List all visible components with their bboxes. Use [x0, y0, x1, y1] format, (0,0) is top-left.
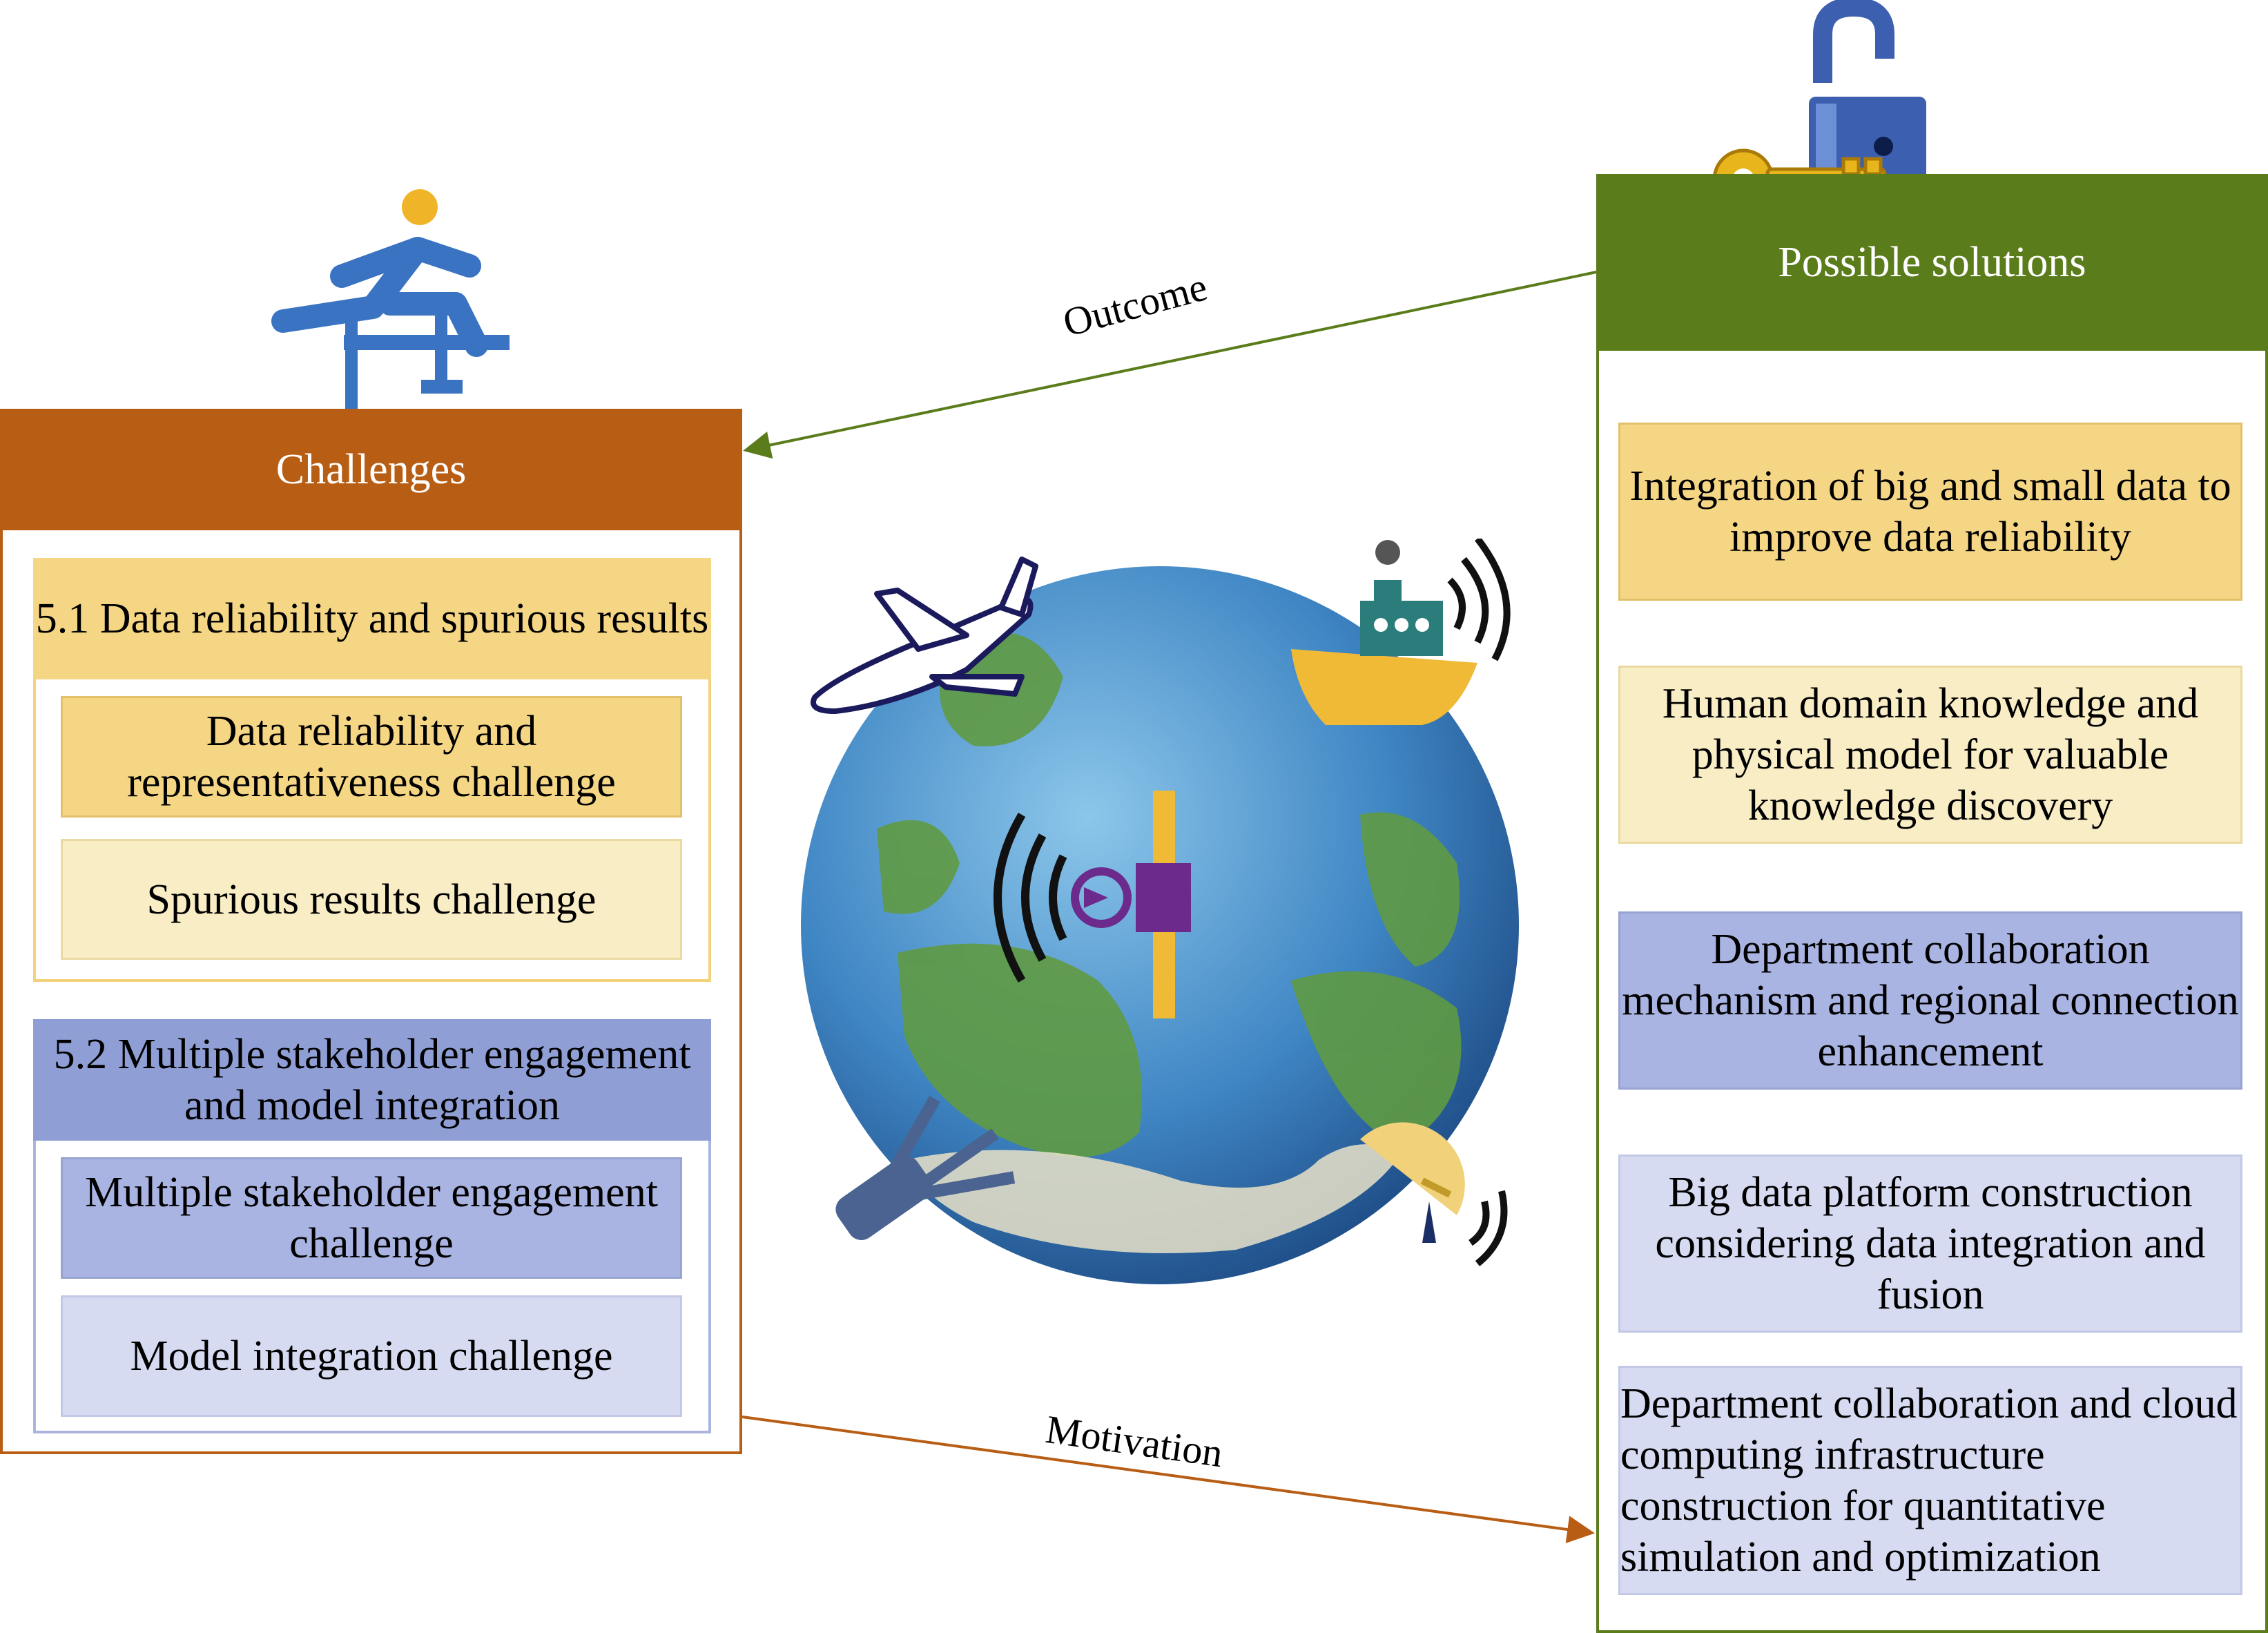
- challenge-item: Data reliability and representativeness …: [61, 696, 682, 818]
- satellite-icon: [994, 791, 1191, 1018]
- challenges-header: Challenges: [0, 409, 742, 530]
- solution-item: Integration of big and small data to imp…: [1618, 423, 2242, 601]
- solution-item: Department collaboration mechanism and r…: [1618, 911, 2242, 1090]
- challenge-item: Model integration challenge: [61, 1295, 682, 1417]
- challenge-item: Multiple stakeholder engagement challeng…: [61, 1157, 682, 1279]
- radar-dish-icon: [1360, 1122, 1508, 1266]
- solution-item: Big data platform construction consideri…: [1618, 1154, 2242, 1333]
- ship-icon: [1291, 539, 1511, 725]
- earth-globe-icon: [801, 539, 1519, 1284]
- solutions-header: Possible solutions: [1596, 174, 2268, 351]
- challenge-item: Spurious results challenge: [61, 839, 682, 960]
- solution-item: Human domain knowledge and physical mode…: [1618, 666, 2242, 844]
- drone-icon: [835, 1096, 1016, 1240]
- outcome-arrow: [743, 271, 1597, 459]
- solution-item: Department collaboration and cloud compu…: [1618, 1366, 2242, 1595]
- motivation-arrow: [742, 1415, 1595, 1543]
- challenge-group-heading: 5.1 Data reliability and spurious result…: [33, 558, 711, 679]
- challenge-group-heading: 5.2 Multiple stakeholder engagement and …: [33, 1019, 711, 1141]
- hurdle-runner-icon: [271, 189, 510, 435]
- airplane-icon: [811, 557, 1038, 714]
